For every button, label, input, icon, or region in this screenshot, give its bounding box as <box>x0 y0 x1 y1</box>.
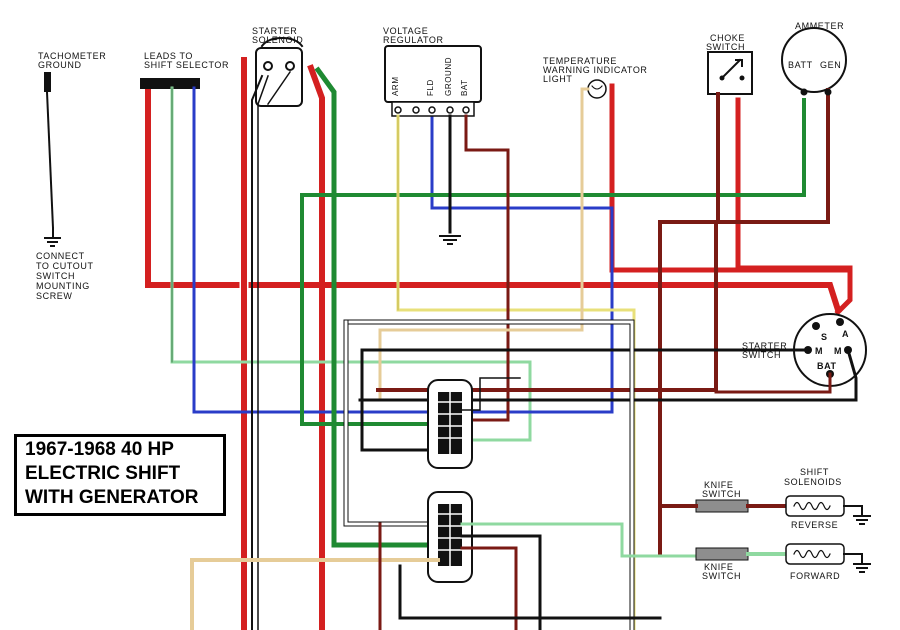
knife-switch-reverse-label-2: SWITCH <box>702 489 742 499</box>
voltage-regulator-label-2: REGULATOR <box>383 35 444 45</box>
knife-switch-reverse-label-1: KNIFE <box>704 480 734 490</box>
forward-label: FORWARD <box>790 571 841 581</box>
starter-switch-m2-terminal: M <box>834 346 843 356</box>
cutout-note-1: CONNECT <box>36 251 85 261</box>
cutout-note-4: MOUNTING <box>36 281 90 291</box>
title-line-2: ELECTRIC SHIFT <box>25 463 181 484</box>
reverse-label: REVERSE <box>791 520 839 530</box>
choke-switch-label-2: SWITCH <box>706 42 746 52</box>
choke-switch-label-1: CHOKE <box>710 33 746 43</box>
tach-ground-lead <box>44 72 61 247</box>
lower-terminal-block <box>190 491 702 630</box>
temp-light-label-3: LIGHT <box>543 74 573 84</box>
starter-solenoid-label-1: STARTER <box>252 26 298 36</box>
cutout-note-5: SCREW <box>36 291 73 301</box>
title-line-3: WITH GENERATOR <box>25 487 199 508</box>
starter-switch-s-terminal: S <box>821 332 828 342</box>
temp-light-label-2: WARNING INDICATOR <box>543 65 648 75</box>
starter-switch-m1-terminal: M <box>815 346 824 356</box>
shift-solenoids-label-1: SHIFT <box>800 467 829 477</box>
shift-solenoid-forward <box>785 543 871 573</box>
diagram-title-box: 1967-1968 40 HP ELECTRIC SHIFT WITH GENE… <box>14 434 226 516</box>
tach-ground-label-1: TACHOMETER <box>38 51 107 61</box>
leads-shift-label-2: SHIFT SELECTOR <box>144 60 230 70</box>
ammeter-gen-label: GEN <box>820 60 842 70</box>
ammeter-label: AMMETER <box>795 21 845 31</box>
starter-switch-label-1: STARTER <box>742 341 788 351</box>
ammeter-terminals <box>800 88 832 96</box>
ammeter-batt-label: BATT <box>788 60 813 70</box>
ammeter <box>376 27 847 392</box>
temp-light-label-1: TEMPERATURE <box>543 56 617 66</box>
shift-selector-connector <box>140 78 614 442</box>
starter-switch-bat-terminal: BAT <box>817 361 837 371</box>
voltage-regulator <box>384 45 636 630</box>
starter-switch-a-terminal: A <box>842 329 850 339</box>
title-line-1: 1967-1968 40 HP <box>25 439 174 460</box>
regulator-fld-label: FLD <box>426 79 435 96</box>
starter-solenoid-label-2: SOLENOID <box>252 35 304 45</box>
starter-switch <box>358 313 867 452</box>
shift-solenoids-label-2: SOLENOIDS <box>784 477 842 487</box>
leads-shift-label-1: LEADS TO <box>144 51 193 61</box>
red-wire <box>143 55 853 630</box>
regulator-ground-label: GROUND <box>444 56 453 96</box>
shift-solenoid-reverse <box>785 495 871 525</box>
knife-switch-reverse <box>658 499 788 513</box>
temperature-warning-light <box>378 79 607 402</box>
knife-switch-forward <box>695 547 788 561</box>
green-wire <box>300 66 806 548</box>
white-wire <box>343 319 635 630</box>
starter-switch-label-2: SWITCH <box>742 350 782 360</box>
upper-terminal-block <box>427 377 521 469</box>
voltage-regulator-label-1: VOLTAGE <box>383 26 429 36</box>
regulator-arm-label: ARM <box>391 76 400 96</box>
regulator-bat-label: BAT <box>460 79 469 96</box>
cutout-note-2: TO CUTOUT <box>36 261 94 271</box>
tach-ground-label-2: GROUND <box>38 60 82 70</box>
starter-solenoid <box>251 36 304 630</box>
knife-switch-forward-label-1: KNIFE <box>704 562 734 572</box>
knife-switch-forward-label-2: SWITCH <box>702 571 742 581</box>
cutout-note-3: SWITCH <box>36 271 76 281</box>
